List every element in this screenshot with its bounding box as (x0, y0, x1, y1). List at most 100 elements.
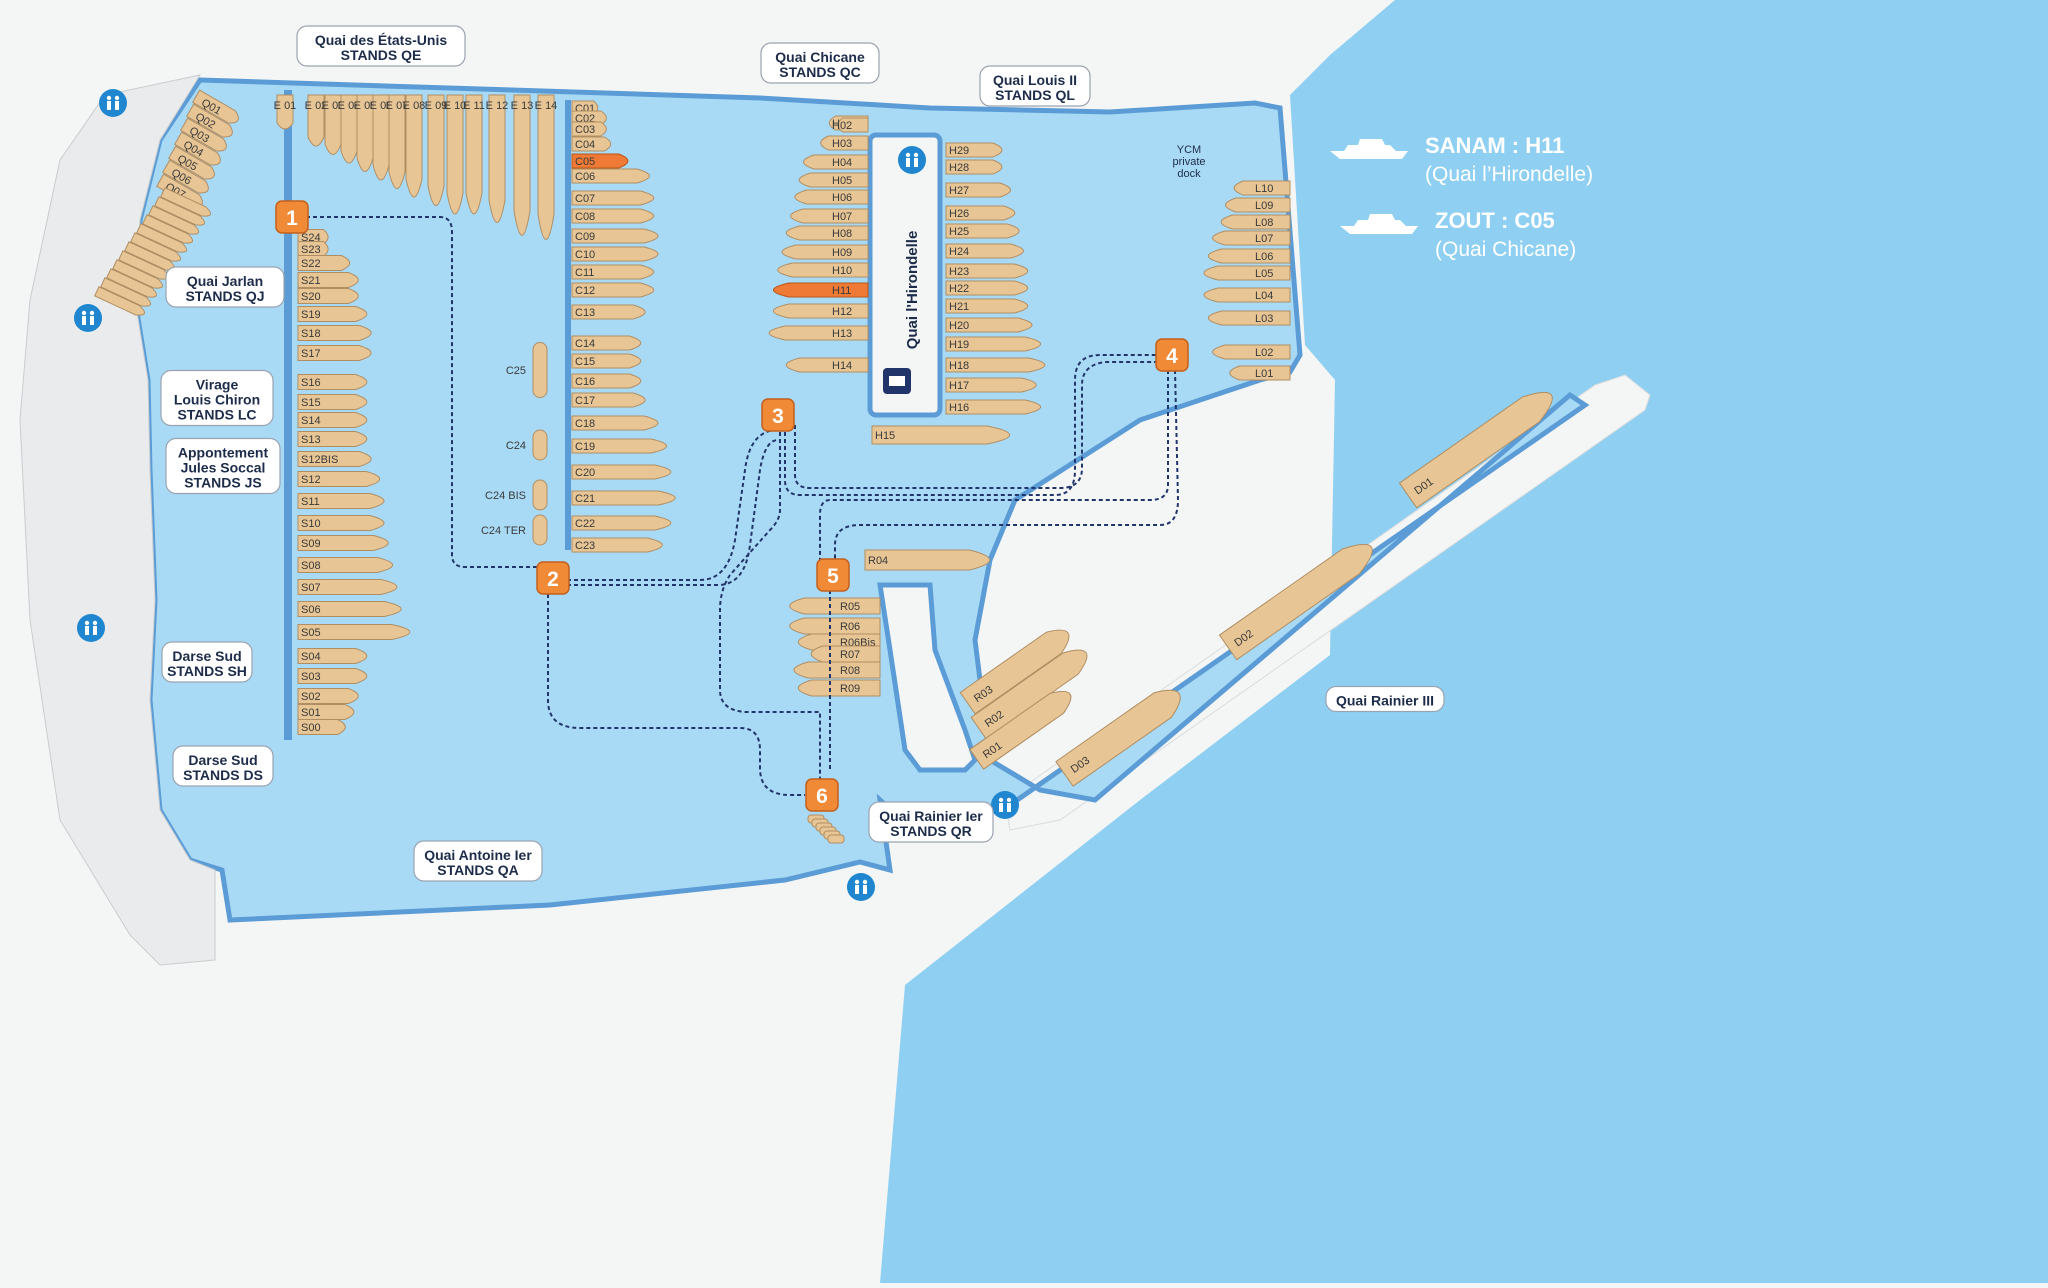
berth-H18[interactable]: H18 (945, 357, 1046, 373)
berth-H25[interactable]: H25 (945, 223, 1020, 239)
berth-E 13[interactable]: E 13 (511, 94, 534, 236)
berth-L05[interactable]: L05 (1203, 265, 1291, 281)
berth-H10[interactable]: H10 (777, 262, 869, 278)
berth-R06[interactable]: R06 (789, 617, 881, 635)
berth-C25[interactable]: C25 (506, 342, 548, 398)
berth-L10[interactable]: L10 (1233, 180, 1291, 196)
berth-H16[interactable]: H16 (945, 399, 1042, 415)
berth-L03[interactable]: L03 (1207, 310, 1291, 326)
berth-R05[interactable]: R05 (789, 597, 881, 615)
marker-6[interactable]: 6 (805, 778, 839, 812)
berth-S00[interactable]: S00 (297, 719, 346, 735)
berth-L04[interactable]: L04 (1203, 287, 1291, 303)
berth-H26[interactable]: H26 (945, 205, 1016, 221)
berth-C03[interactable]: C03 (571, 121, 607, 137)
berth-E 05[interactable]: E 05 (354, 94, 377, 172)
berth-L01[interactable]: L01 (1229, 365, 1291, 381)
berth-R02[interactable]: R02 (970, 642, 1093, 740)
berth-S12[interactable]: S12 (297, 471, 381, 487)
berth-small[interactable] (106, 268, 159, 300)
berth-S22[interactable]: S22 (297, 255, 351, 271)
berth-H08[interactable]: H08 (785, 225, 869, 241)
berth-S15[interactable]: S15 (297, 394, 368, 410)
berth-S17[interactable]: S17 (297, 345, 372, 361)
berth-H14[interactable]: H14 (785, 357, 869, 373)
berth-H24[interactable]: H24 (945, 243, 1024, 259)
berth-D02[interactable]: D02 (1218, 535, 1380, 661)
berth-H19[interactable]: H19 (945, 336, 1042, 352)
berth-C04[interactable]: C04 (571, 136, 612, 152)
berth-H17[interactable]: H17 (945, 377, 1037, 393)
berth-R08[interactable]: R08 (793, 661, 881, 679)
marker-1[interactable]: 1 (275, 200, 309, 234)
berth-E 07[interactable]: E 07 (386, 94, 409, 189)
berth-H11[interactable]: H11 (772, 282, 869, 298)
berth-H21[interactable]: H21 (945, 298, 1029, 314)
berth-E 08[interactable]: E 08 (403, 94, 426, 198)
berth-L07[interactable]: L07 (1212, 230, 1291, 246)
berth-H07[interactable]: H07 (790, 208, 869, 224)
berth-S16[interactable]: S16 (297, 374, 368, 390)
berth-E 09[interactable]: E 09 (425, 94, 448, 206)
berth-H22[interactable]: H22 (945, 280, 1029, 296)
berth-E 02[interactable]: E 02 (305, 94, 328, 147)
berth-D01[interactable]: D01 (1398, 383, 1560, 509)
berth-small[interactable] (148, 205, 201, 237)
berth-small[interactable] (160, 187, 213, 219)
berth-C24[interactable]: C24 (506, 429, 548, 461)
berth-L08[interactable]: L08 (1220, 214, 1291, 230)
berth-S06[interactable]: S06 (297, 601, 402, 617)
berth-H20[interactable]: H20 (945, 317, 1033, 333)
berth-S02[interactable]: S02 (297, 688, 359, 704)
berth-E 04[interactable]: E 04 (338, 94, 361, 164)
berth-A16[interactable] (827, 834, 845, 844)
berth-R04[interactable]: R04 (864, 549, 991, 571)
berth-S10[interactable]: S10 (297, 515, 385, 531)
berth-S01[interactable]: S01 (297, 704, 355, 720)
berth-S21[interactable]: S21 (297, 272, 359, 288)
berth-S07[interactable]: S07 (297, 579, 398, 595)
berth-L02[interactable]: L02 (1212, 344, 1291, 360)
berth-C11[interactable]: C11 (571, 264, 655, 280)
berth-H13[interactable]: H13 (768, 325, 869, 341)
berth-H28[interactable]: H28 (945, 159, 1003, 175)
berth-R07[interactable]: R07 (810, 645, 881, 663)
berth-S11[interactable]: S11 (297, 493, 385, 509)
berth-C22[interactable]: C22 (571, 515, 672, 531)
berth-small[interactable] (154, 196, 207, 228)
berth-S08[interactable]: S08 (297, 557, 394, 573)
berth-E 11[interactable]: E 11 (463, 94, 485, 215)
berth-H27[interactable]: H27 (945, 182, 1011, 198)
berth-E 01[interactable]: E 01 (274, 94, 297, 130)
berth-L09[interactable]: L09 (1225, 197, 1291, 213)
berth-H12[interactable]: H12 (772, 303, 869, 319)
berth-R01[interactable]: R01 (969, 684, 1077, 770)
berth-S20[interactable]: S20 (297, 288, 359, 304)
berth-C05[interactable]: C05 (571, 153, 629, 169)
berth-H15[interactable]: H15 (871, 425, 1010, 445)
berth-C10[interactable]: C10 (571, 246, 659, 262)
berth-small[interactable] (142, 214, 195, 246)
berth-C06[interactable]: C06 (571, 168, 650, 184)
berth-C15[interactable]: C15 (571, 353, 642, 369)
berth-C23[interactable]: C23 (571, 537, 663, 553)
berth-S13[interactable]: S13 (297, 431, 368, 447)
berth-C08[interactable]: C08 (571, 208, 655, 224)
berth-small[interactable] (130, 232, 183, 264)
berth-C20[interactable]: C20 (571, 464, 672, 480)
marker-5[interactable]: 5 (816, 558, 850, 592)
berth-small[interactable] (136, 223, 189, 255)
berth-R09[interactable]: R09 (797, 679, 881, 697)
berth-C24 TER[interactable]: C24 TER (481, 514, 548, 546)
berth-H09[interactable]: H09 (781, 244, 869, 260)
berth-small[interactable] (94, 286, 147, 318)
berth-H23[interactable]: H23 (945, 263, 1029, 279)
berth-C18[interactable]: C18 (571, 415, 659, 431)
marker-3[interactable]: 3 (761, 398, 795, 432)
berth-C21[interactable]: C21 (571, 490, 676, 506)
berth-D03[interactable]: D03 (1055, 681, 1188, 787)
berth-small[interactable] (100, 277, 153, 309)
berth-C16[interactable]: C16 (571, 373, 642, 389)
berth-S18[interactable]: S18 (297, 325, 372, 341)
berth-S09[interactable]: S09 (297, 535, 389, 551)
